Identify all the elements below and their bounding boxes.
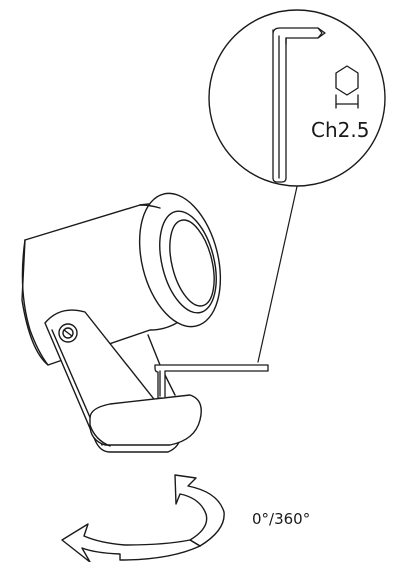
- detail-circle: [208, 9, 386, 187]
- allen-key-in-use: [154, 364, 269, 399]
- leader-line: [257, 172, 301, 363]
- base-plate: [89, 334, 202, 447]
- allen-key-icon: [272, 27, 326, 183]
- hex-key-size-label: Ch2.5: [311, 118, 370, 142]
- rotation-label: 0°/360°: [252, 510, 311, 528]
- hexagon-icon: [335, 65, 359, 109]
- rotation-arrows-icon: [61, 474, 225, 562]
